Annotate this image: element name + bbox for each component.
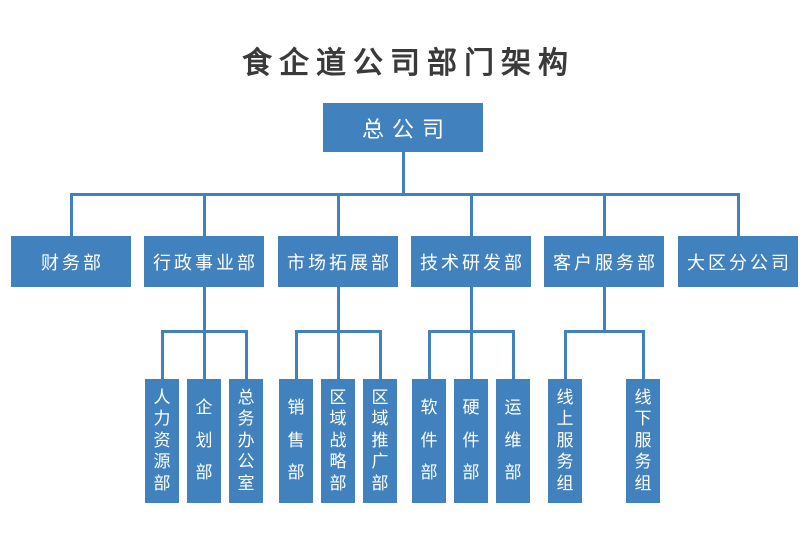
node-general-affairs-office: 总务办公室 — [229, 379, 263, 503]
connector-line — [427, 330, 431, 379]
node-tech-rnd-dept: 技术研发部 — [411, 236, 531, 287]
node-offline-service-group: 线下服务组 — [626, 379, 660, 503]
node-hr-dept: 人力资源部 — [145, 379, 179, 503]
chart-title: 食企道公司部门架构 — [242, 46, 575, 81]
connector-line — [427, 330, 515, 333]
connector-line — [469, 193, 473, 236]
connector-line — [69, 193, 73, 236]
connector-line — [244, 330, 248, 379]
connector-line — [602, 287, 606, 333]
node-planning-dept: 企划部 — [187, 379, 221, 503]
node-customer-service-dept: 客户服务部 — [544, 236, 664, 287]
connector-line — [202, 193, 206, 236]
connector-line — [378, 330, 382, 379]
connector-line — [563, 330, 645, 333]
connector-line — [563, 330, 567, 379]
node-hardware-dept: 硬件部 — [454, 379, 488, 503]
node-regional-branch: 大区分公司 — [678, 236, 798, 287]
connector-line — [511, 330, 515, 379]
connector-line — [469, 287, 473, 379]
connector-line — [160, 330, 164, 379]
node-regional-strategy-dept: 区域战略部 — [321, 379, 355, 503]
connector-line — [602, 193, 606, 236]
connector-line — [641, 330, 645, 379]
node-admin-affairs-dept: 行政事业部 — [144, 236, 264, 287]
node-ops-maintenance-dept: 运维部 — [496, 379, 530, 503]
connector-line — [294, 330, 382, 333]
node-regional-promotion-dept: 区域推广部 — [363, 379, 397, 503]
connector-line — [294, 330, 298, 379]
connector-line — [336, 193, 340, 236]
node-head-office: 总公司 — [323, 103, 483, 152]
node-sales-dept: 销售部 — [279, 379, 313, 503]
connector-line — [336, 287, 340, 379]
connector-line — [202, 287, 206, 379]
connector-line — [401, 152, 405, 194]
node-online-service-group: 线上服务组 — [548, 379, 582, 503]
connector-line — [160, 330, 248, 333]
node-finance-dept: 财务部 — [11, 236, 131, 287]
connector-line — [69, 193, 740, 196]
connector-line — [736, 193, 740, 236]
node-market-expansion-dept: 市场拓展部 — [278, 236, 398, 287]
node-software-dept: 软件部 — [412, 379, 446, 503]
